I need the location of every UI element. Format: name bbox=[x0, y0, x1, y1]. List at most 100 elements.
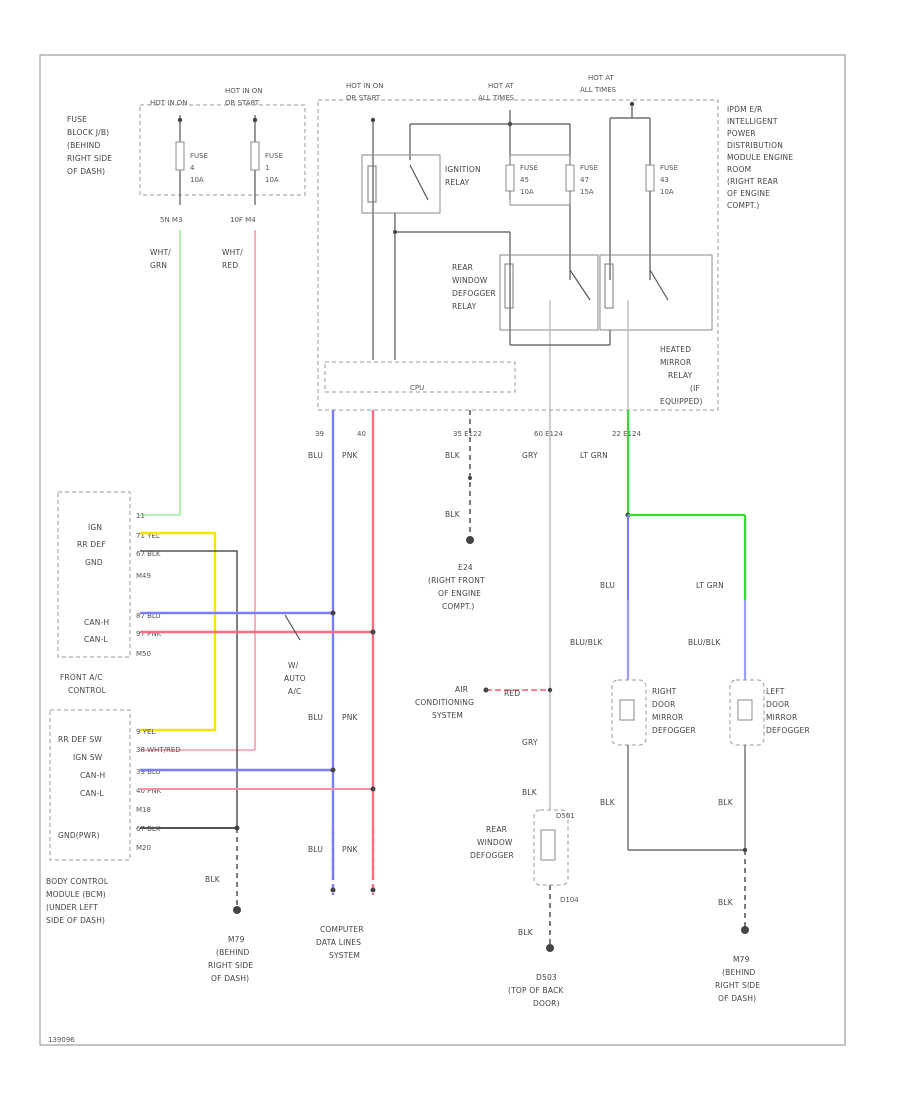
svg-text:(RIGHT FRONT: (RIGHT FRONT bbox=[428, 576, 485, 585]
svg-text:DOOR): DOOR) bbox=[533, 999, 560, 1008]
svg-text:RED: RED bbox=[222, 261, 238, 270]
svg-text:11: 11 bbox=[136, 512, 145, 520]
body-control-module: RR DEF SW IGN SW CAN-H CAN-L GND(PWR) 9 … bbox=[46, 709, 181, 925]
svg-text:FUSE: FUSE bbox=[190, 152, 208, 160]
svg-text:GRY: GRY bbox=[522, 451, 538, 460]
ground-m79-left-icon bbox=[233, 906, 241, 914]
svg-text:D104: D104 bbox=[560, 896, 579, 904]
svg-text:BLK: BLK bbox=[600, 798, 616, 807]
svg-text:LT GRN: LT GRN bbox=[580, 451, 608, 460]
svg-text:35 E122: 35 E122 bbox=[453, 430, 482, 438]
svg-text:M79: M79 bbox=[228, 935, 245, 944]
svg-text:FUSE: FUSE bbox=[67, 115, 87, 124]
svg-text:M49: M49 bbox=[136, 572, 151, 580]
svg-text:CAN-H: CAN-H bbox=[80, 771, 105, 780]
svg-text:(BEHIND: (BEHIND bbox=[722, 968, 755, 977]
label-wht-red: WHT/ bbox=[222, 248, 243, 257]
ground-m79-right-icon bbox=[741, 926, 749, 934]
svg-text:BLU/BLK: BLU/BLK bbox=[688, 638, 721, 647]
svg-text:PNK: PNK bbox=[342, 451, 359, 460]
svg-text:OF ENGINE: OF ENGINE bbox=[438, 589, 481, 598]
svg-text:OF DASH): OF DASH) bbox=[211, 974, 249, 983]
svg-text:HOT AT: HOT AT bbox=[488, 82, 515, 90]
svg-text:MIRROR: MIRROR bbox=[766, 713, 797, 722]
svg-text:OR START: OR START bbox=[225, 99, 260, 107]
svg-text:HOT IN ON: HOT IN ON bbox=[225, 87, 263, 95]
svg-text:40: 40 bbox=[357, 430, 366, 438]
svg-text:10F M4: 10F M4 bbox=[230, 216, 256, 224]
svg-text:43: 43 bbox=[660, 176, 669, 184]
svg-text:MODULE ENGINE: MODULE ENGINE bbox=[727, 153, 793, 162]
svg-text:LT GRN: LT GRN bbox=[696, 581, 724, 590]
svg-text:IPDM E/R: IPDM E/R bbox=[727, 105, 762, 114]
svg-text:DOOR: DOOR bbox=[766, 700, 790, 709]
wire-blk-gnd bbox=[140, 550, 238, 830]
svg-text:FRONT A/C: FRONT A/C bbox=[60, 673, 103, 682]
svg-text:OF DASH): OF DASH) bbox=[67, 167, 105, 176]
svg-text:EQUIPPED): EQUIPPED) bbox=[660, 397, 703, 406]
svg-text:REAR: REAR bbox=[486, 825, 507, 834]
svg-text:(BEHIND: (BEHIND bbox=[67, 141, 100, 150]
ipdm-er: HOT IN ON OR START HOT AT ALL TIMES HOT … bbox=[317, 74, 793, 411]
svg-text:DOOR: DOOR bbox=[652, 700, 676, 709]
diagram-frame bbox=[39, 54, 846, 1046]
svg-text:OF ENGINE: OF ENGINE bbox=[727, 189, 770, 198]
svg-text:COMPUTER: COMPUTER bbox=[320, 925, 364, 934]
svg-text:DEFOGGER: DEFOGGER bbox=[452, 289, 496, 298]
svg-text:RELAY: RELAY bbox=[668, 371, 693, 380]
svg-text:SYSTEM: SYSTEM bbox=[329, 951, 360, 960]
rear-window-defogger: D501 REAR WINDOW DEFOGGER bbox=[470, 809, 575, 886]
svg-text:FUSE: FUSE bbox=[660, 164, 678, 172]
svg-text:22 E124: 22 E124 bbox=[612, 430, 641, 438]
svg-text:71 YEL: 71 YEL bbox=[136, 532, 160, 540]
ground-e24-icon bbox=[466, 536, 474, 544]
svg-text:M20: M20 bbox=[136, 844, 151, 852]
svg-text:RED: RED bbox=[504, 689, 520, 698]
svg-text:M50: M50 bbox=[136, 650, 151, 658]
svg-text:CONDITIONING: CONDITIONING bbox=[415, 698, 474, 707]
svg-text:HOT AT: HOT AT bbox=[588, 74, 615, 82]
svg-text:RIGHT: RIGHT bbox=[652, 687, 677, 696]
svg-text:15A: 15A bbox=[580, 188, 594, 196]
svg-text:AIR: AIR bbox=[455, 685, 468, 694]
svg-text:60 E124: 60 E124 bbox=[534, 430, 563, 438]
svg-text:BLK: BLK bbox=[522, 788, 538, 797]
svg-text:GRN: GRN bbox=[150, 261, 167, 270]
svg-text:(IF: (IF bbox=[690, 384, 700, 393]
svg-text:SIDE OF DASH): SIDE OF DASH) bbox=[46, 916, 105, 925]
footer-code: 139096 bbox=[48, 1036, 75, 1044]
svg-text:COMPT.): COMPT.) bbox=[727, 201, 760, 210]
fuse-block: HOT IN ON HOT IN ON OR START FUSE BLOCK … bbox=[67, 87, 306, 224]
svg-text:RELAY: RELAY bbox=[452, 302, 477, 311]
svg-text:(RIGHT REAR: (RIGHT REAR bbox=[727, 177, 778, 186]
svg-text:39 BLU: 39 BLU bbox=[136, 768, 161, 776]
svg-text:DEFOGGER: DEFOGGER bbox=[470, 851, 514, 860]
svg-text:PNK: PNK bbox=[342, 713, 359, 722]
svg-text:BLOCK J/B): BLOCK J/B) bbox=[67, 128, 109, 137]
svg-text:1: 1 bbox=[265, 164, 269, 172]
svg-text:RIGHT SIDE: RIGHT SIDE bbox=[208, 961, 253, 970]
svg-text:DEFOGGER: DEFOGGER bbox=[766, 726, 810, 735]
svg-text:COMPT.): COMPT.) bbox=[442, 602, 475, 611]
svg-text:HOT IN ON: HOT IN ON bbox=[346, 82, 384, 90]
svg-text:67 BLK: 67 BLK bbox=[136, 550, 161, 558]
svg-text:87 BLU: 87 BLU bbox=[136, 612, 161, 620]
svg-text:10A: 10A bbox=[520, 188, 534, 196]
svg-text:D501: D501 bbox=[556, 812, 575, 820]
svg-text:FUSE: FUSE bbox=[520, 164, 538, 172]
svg-text:RR DEF SW: RR DEF SW bbox=[58, 735, 102, 744]
svg-text:9 YEL: 9 YEL bbox=[136, 728, 155, 736]
svg-text:MIRROR: MIRROR bbox=[652, 713, 683, 722]
svg-text:(BEHIND: (BEHIND bbox=[216, 948, 249, 957]
svg-text:RR DEF: RR DEF bbox=[77, 540, 106, 549]
svg-text:HOT IN ON: HOT IN ON bbox=[150, 99, 188, 107]
svg-text:PNK: PNK bbox=[342, 845, 359, 854]
svg-text:W/: W/ bbox=[288, 661, 299, 670]
svg-text:GRY: GRY bbox=[522, 738, 538, 747]
label-wht-grn: WHT/ bbox=[150, 248, 171, 257]
svg-text:BLK: BLK bbox=[445, 451, 461, 460]
svg-text:CAN-H: CAN-H bbox=[84, 618, 109, 627]
svg-text:RELAY: RELAY bbox=[445, 178, 470, 187]
svg-text:BLU: BLU bbox=[308, 845, 323, 854]
left-door-mirror-defogger: LEFT DOOR MIRROR DEFOGGER bbox=[729, 679, 810, 746]
